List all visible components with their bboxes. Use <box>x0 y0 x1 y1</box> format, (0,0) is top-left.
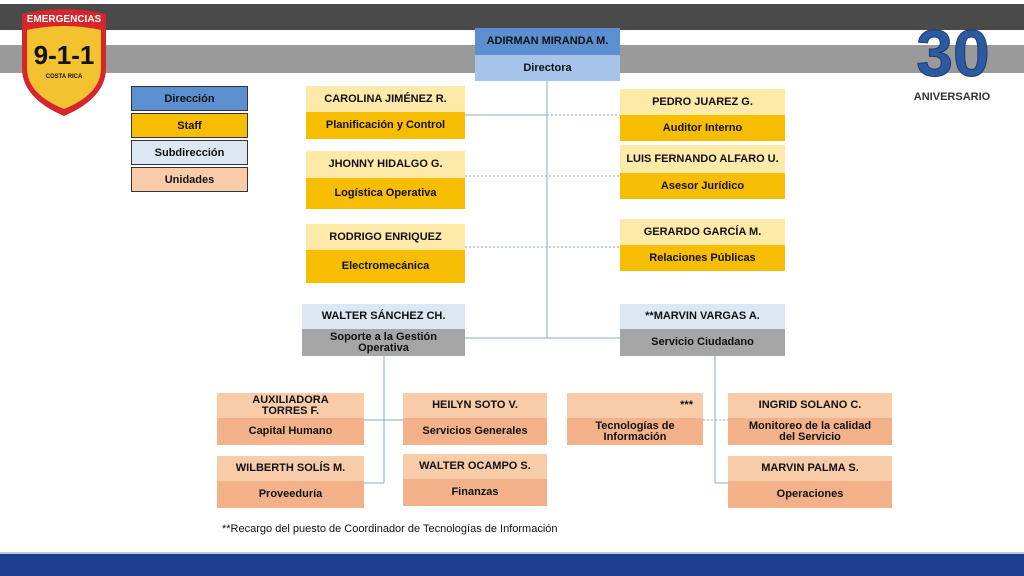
unit-role: Monitoreo de la calidad del Servicio <box>728 418 892 445</box>
staff-name: JHONNY HIDALGO G. <box>306 151 465 178</box>
staff-name: GERARDO GARCÍA M. <box>620 219 785 245</box>
unit-role: Proveeduría <box>217 481 364 508</box>
color-legend: Dirección Staff Subdirección Unidades <box>131 86 248 194</box>
unit-name: HEILYN SOTO V. <box>403 393 547 418</box>
legend-staff: Staff <box>131 113 248 138</box>
staff-box-electromecanica: RODRIGO ENRIQUEZ Electromecánica <box>306 224 465 283</box>
unit-role: Operaciones <box>728 481 892 508</box>
unit-box-operaciones: MARVIN PALMA S. Operaciones <box>728 456 892 508</box>
logo-911-number: 9-1-1 <box>34 40 95 70</box>
legend-direccion: Dirección <box>131 86 248 111</box>
unit-role: Finanzas <box>403 479 547 506</box>
legend-unidades: Unidades <box>131 167 248 192</box>
staff-box-planificacion: CAROLINA JIMÉNEZ R. Planificación y Cont… <box>306 86 465 139</box>
aniversario-30-logo: 30 ANIVERSARIO <box>900 8 1006 106</box>
unit-role: Tecnologías de Información <box>567 418 703 445</box>
director-box: ADIRMAN MIRANDA M. Directora <box>475 28 620 81</box>
unit-name: MARVIN PALMA S. <box>728 456 892 481</box>
staff-role: Asesor Jurídico <box>620 173 785 199</box>
logo-911-top-text: EMERGENCIAS <box>27 14 102 25</box>
footnote: **Recargo del puesto de Coordinador de T… <box>222 523 558 535</box>
emergencias-911-logo: EMERGENCIAS 9-1-1 COSTA RICA <box>18 6 110 118</box>
unit-name: INGRID SOLANO C. <box>728 393 892 418</box>
unit-box-servicios-generales: HEILYN SOTO V. Servicios Generales <box>403 393 547 445</box>
staff-role: Electromecánica <box>306 250 465 283</box>
logo-30-label: ANIVERSARIO <box>914 91 991 103</box>
staff-role: Planificación y Control <box>306 112 465 139</box>
subdir-box-soporte: WALTER SÁNCHEZ CH. Soporte a la Gestión … <box>302 304 465 356</box>
unit-box-proveeduria: WILBERTH SOLÍS M. Proveeduría <box>217 456 364 508</box>
staff-box-auditor: PEDRO JUAREZ G. Auditor Interno <box>620 89 785 141</box>
unit-role: Servicios Generales <box>403 418 547 445</box>
staff-name: CAROLINA JIMÉNEZ R. <box>306 86 465 112</box>
legend-subdireccion: Subdirección <box>131 140 248 165</box>
subdir-role: Soporte a la Gestión Operativa <box>302 329 465 356</box>
staff-role: Relaciones Públicas <box>620 245 785 271</box>
staff-role: Logística Operativa <box>306 178 465 209</box>
staff-box-logistica: JHONNY HIDALGO G. Logística Operativa <box>306 151 465 209</box>
staff-name: PEDRO JUAREZ G. <box>620 89 785 115</box>
director-name: ADIRMAN MIRANDA M. <box>475 28 620 55</box>
subdir-name: WALTER SÁNCHEZ CH. <box>302 304 465 329</box>
bottom-blue-band <box>0 554 1024 576</box>
top-dark-band <box>0 4 1024 30</box>
staff-name: LUIS FERNANDO ALFARO U. <box>620 145 785 173</box>
unit-name: *** <box>567 393 703 418</box>
unit-name: WILBERTH SOLÍS M. <box>217 456 364 481</box>
logo-30-number: 30 <box>916 16 989 90</box>
unit-box-tecnologias: *** Tecnologías de Información <box>567 393 703 445</box>
subdir-role: Servicio Ciudadano <box>620 329 785 356</box>
director-role: Directora <box>475 55 620 81</box>
staff-box-asesor-juridico: LUIS FERNANDO ALFARO U. Asesor Jurídico <box>620 145 785 199</box>
logo-911-country: COSTA RICA <box>46 74 83 80</box>
staff-name: RODRIGO ENRIQUEZ <box>306 224 465 250</box>
unit-role: Capital Humano <box>217 418 364 445</box>
subdir-name: **MARVIN VARGAS A. <box>620 304 785 329</box>
unit-name: AUXILIADORA TORRES F. <box>217 393 364 418</box>
unit-box-capital-humano: AUXILIADORA TORRES F. Capital Humano <box>217 393 364 445</box>
subdir-box-servicio-ciudadano: **MARVIN VARGAS A. Servicio Ciudadano <box>620 304 785 356</box>
unit-box-finanzas: WALTER OCAMPO S. Finanzas <box>403 454 547 506</box>
unit-box-monitoreo: INGRID SOLANO C. Monitoreo de la calidad… <box>728 393 892 445</box>
unit-name: WALTER OCAMPO S. <box>403 454 547 479</box>
staff-box-relaciones-publicas: GERARDO GARCÍA M. Relaciones Públicas <box>620 219 785 271</box>
staff-role: Auditor Interno <box>620 115 785 141</box>
bottom-divider <box>0 552 1024 554</box>
